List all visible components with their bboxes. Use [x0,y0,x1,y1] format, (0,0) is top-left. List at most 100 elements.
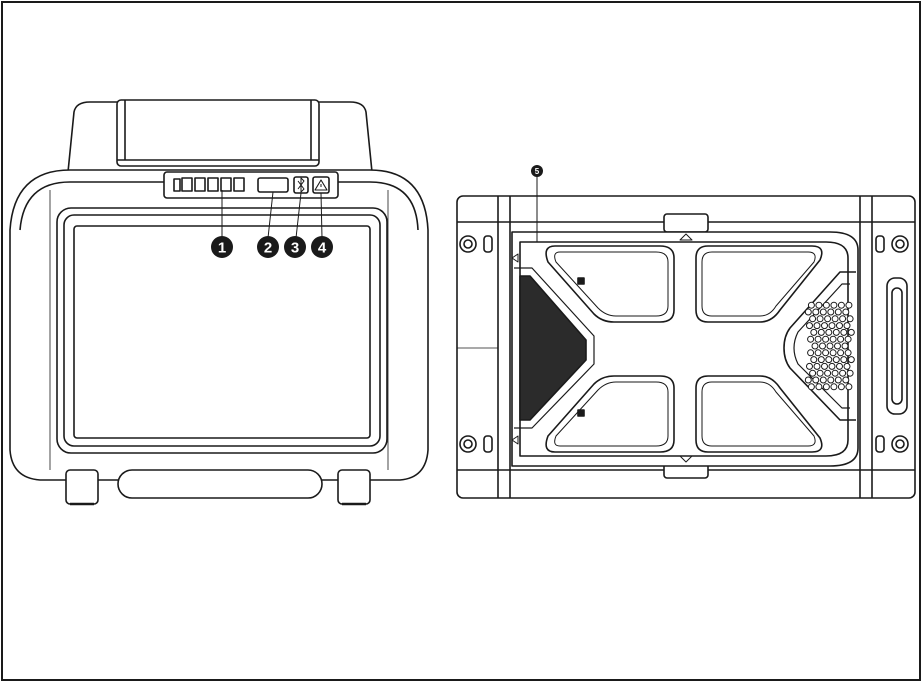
grille-hole [846,315,854,323]
control-panel [163,171,339,199]
grille-hole [817,356,825,364]
lid-pockets [545,245,823,453]
top-tab [663,213,709,233]
grille-hole [813,362,821,370]
callout-4: 4 [311,236,333,258]
callout-1: 1 [211,236,233,258]
grille-hole [842,308,850,316]
grille-hole [807,301,815,309]
grille-hole [831,369,839,377]
grille-hole [824,315,832,323]
callout-3-label: 3 [291,240,299,257]
grille-hole [812,376,820,384]
grille-hole [826,342,834,350]
grille-hole [825,356,833,364]
front-view [9,99,429,506]
grille-hole [828,362,836,370]
grille-hole [809,315,817,323]
grille-hole [844,349,852,357]
grille-hole [822,349,830,357]
grille-hole [813,322,821,330]
grille-hole [834,308,842,316]
grille-hole [847,356,855,364]
grille-hole [828,322,836,330]
grille-hole [845,383,853,391]
callout-2: 2 [257,236,279,258]
grille-hole [842,376,850,384]
grille-hole [847,328,855,336]
grille-hole [822,383,830,391]
grille-hole [837,335,845,343]
callout-3: 3 [284,236,306,258]
right-foot [337,469,371,505]
grille-hole [806,362,813,370]
right-speaker-grille [804,301,855,391]
grille-hole [821,362,828,370]
grille-hole [812,308,820,316]
grille-hole [830,383,838,391]
grille-hole [837,383,845,391]
grille-hole [819,342,826,350]
grille-hole [837,349,845,357]
left-speaker-grille [519,275,587,421]
grille-hole [839,315,847,323]
callout-5: 5 [531,165,543,177]
grille-hole [821,322,828,330]
grille-hole [834,376,842,384]
grille-hole [814,335,822,343]
callout-2-label: 2 [264,240,272,257]
grille-hole [825,328,833,336]
grille-hole [827,376,835,384]
grille-hole [819,308,827,316]
grille-hole [845,301,853,309]
grille-hole [807,335,815,343]
grille-hole [843,362,851,370]
grille-hole [810,328,818,336]
base-handle [117,469,323,499]
grille-hole [836,322,843,330]
grille-hole [841,342,849,350]
callout-4-label: 4 [318,240,327,257]
grille-hole [836,362,843,370]
screw-bosses [459,235,909,453]
grille-hole [822,335,830,343]
grille-hole [809,369,817,377]
grille-hole [810,356,818,364]
top-view [456,176,916,499]
battery-level-icon [173,177,245,192]
grille-hole [829,335,837,343]
grille-hole [807,383,815,391]
grille-hole [831,315,839,323]
grille-hole [830,301,838,309]
grille-hole [846,369,854,377]
lid-panel [511,231,859,467]
top-handle [116,99,320,167]
side-latch [886,277,908,415]
grille-hole [840,328,848,336]
front-body [9,169,429,481]
grille-hole [829,349,837,357]
grille-hole [844,335,852,343]
grille-hole [806,322,813,330]
grille-hole [816,315,824,323]
grille-hole [815,383,823,391]
grille-hole [807,349,815,357]
right-speaker-housing [783,271,856,421]
grille-hole [827,308,835,316]
grille-hole [843,322,851,330]
grille-hole [804,376,812,384]
grille-hole [815,301,823,309]
grille-hole [814,349,822,357]
grille-hole [837,301,845,309]
grille-hole [816,369,824,377]
grille-hole [834,342,841,350]
grille-hole [817,328,825,336]
grille-hole [832,328,840,336]
grille-hole [811,342,819,350]
callout-5-label: 5 [535,167,540,176]
grille-hole [832,356,840,364]
grille-hole [840,356,848,364]
grille-hole [824,369,832,377]
